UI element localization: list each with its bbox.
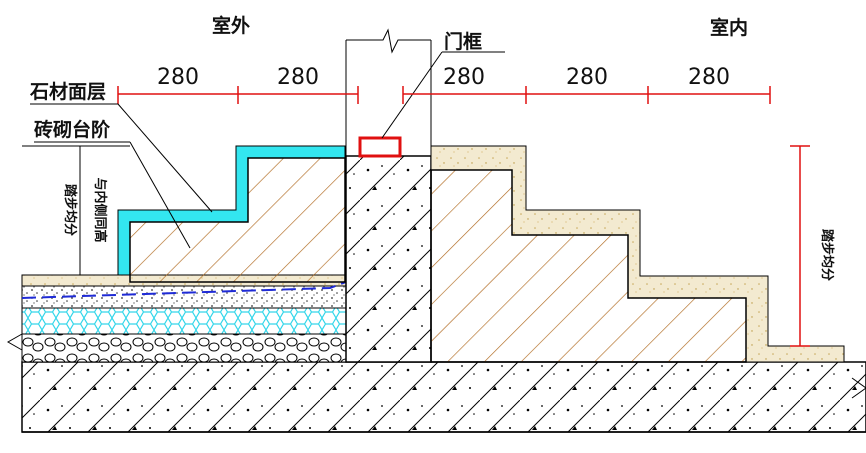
door-frame: [358, 136, 402, 158]
brick-step-body: [129, 157, 346, 283]
label-outdoor: 室外: [212, 14, 250, 37]
indoor-dim-3: 280: [688, 65, 730, 90]
left-vertical-label-b: 与内侧同高: [92, 177, 108, 242]
label-brick-step: 砖砌台阶: [34, 118, 111, 141]
base-concrete-slab: [21, 361, 866, 433]
indoor-dim-1: 280: [443, 65, 485, 90]
door-frame-leader: [381, 51, 443, 139]
gravel-layer: [21, 333, 348, 363]
left-vertical-label-a: 踏步均分: [62, 184, 78, 236]
label-indoor: 室内: [710, 16, 748, 39]
indoor-step-body: [430, 169, 747, 363]
right-break-symbol: [851, 377, 866, 399]
left-break-symbol: [6, 333, 23, 351]
label-stone-finish: 石材面层: [29, 80, 106, 103]
break-line: [346, 28, 431, 54]
outdoor-dim-1: 280: [157, 65, 199, 90]
brick-step-leader: [129, 141, 191, 249]
insulation-layer: [21, 307, 348, 335]
concrete-wall: [345, 155, 432, 363]
stone-finish-leader: [117, 103, 213, 213]
label-door-frame: 门框: [444, 30, 482, 53]
right-vertical-label: 踏步均分: [819, 229, 835, 281]
indoor-dim-2: 280: [566, 65, 608, 90]
outdoor-dim-2: 280: [277, 65, 319, 90]
